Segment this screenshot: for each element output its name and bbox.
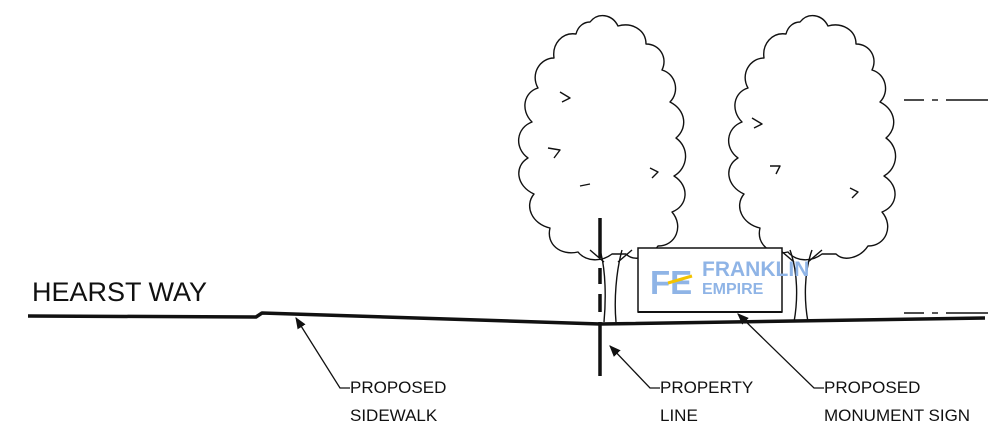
tree-left-canopy xyxy=(518,15,687,261)
leader-lines xyxy=(295,313,824,389)
tree-left xyxy=(518,15,687,323)
centerline-marks xyxy=(904,99,988,314)
callout-sidewalk-line1: PROPOSED xyxy=(350,378,446,397)
callout-sidewalk-line2: SIDEWALK xyxy=(350,406,438,425)
tree-right xyxy=(728,15,897,323)
callout-sign-line1: PROPOSED xyxy=(824,378,920,397)
monument-sign: FE FRANKLIN EMPIRE xyxy=(637,247,809,313)
sidewalk-leader xyxy=(295,317,350,389)
callout-sign-line2: MONUMENT SIGN xyxy=(824,406,970,425)
callout-property-line2: LINE xyxy=(660,406,698,425)
tree-right-trunk xyxy=(779,249,823,323)
property-leader xyxy=(609,345,660,389)
logo-franklin: FRANKLIN xyxy=(702,258,809,281)
tree-right-canopy xyxy=(728,15,897,261)
sign-cabinet xyxy=(637,247,783,313)
callout-property-line1: PROPERTY xyxy=(660,378,753,397)
sign-leader xyxy=(737,313,824,389)
tree-left-trunk xyxy=(589,249,633,323)
grade-line xyxy=(27,311,986,326)
franklin-empire-logo: FE FRANKLIN EMPIRE xyxy=(650,258,809,301)
logo-empire: EMPIRE xyxy=(702,281,764,298)
street-name-label: HEARST WAY xyxy=(32,277,207,307)
